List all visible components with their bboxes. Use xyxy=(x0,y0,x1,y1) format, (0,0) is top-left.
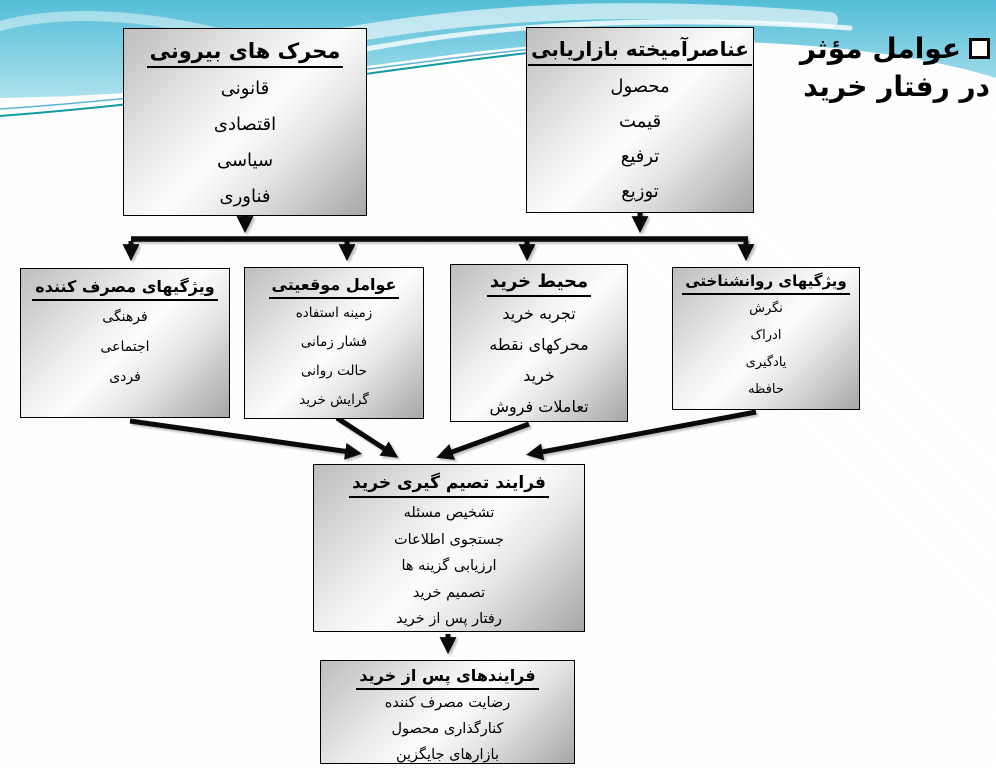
box-decision-process: فرایند تصیم گیری خرید تشخیص مسئله جستجوی… xyxy=(313,464,585,632)
box-item: محرکهای نقطه خرید xyxy=(489,335,589,385)
arrow-psych-to-decision xyxy=(525,409,757,461)
page-title-text1: عوامل مؤثر xyxy=(799,32,961,65)
box-item: سیاسی xyxy=(216,150,274,171)
box-item: تعاملات فروش xyxy=(489,397,589,416)
box-psychological-characteristics: ویژگیهای روانشناختی نگرش ادراک یادگیری ح… xyxy=(672,267,860,410)
box-marketing-mix: عناصرآمیخته بازاریابی محصول قیمت ترفیع ت… xyxy=(526,27,754,213)
box-item: اقتصادی xyxy=(213,114,277,135)
arrow-environment-to-decision xyxy=(436,421,530,460)
box-item: کنارگذاری محصول xyxy=(391,721,504,737)
box-item: رضایت مصرف کننده xyxy=(384,695,511,711)
box-title: ویژگیهای مصرف کننده xyxy=(21,277,229,301)
box-item: تجربه خرید xyxy=(502,304,576,323)
page-title: عوامل مؤثر در رفتار خرید xyxy=(760,30,990,106)
box-item: محصول xyxy=(610,76,670,97)
page-title-line1: عوامل مؤثر xyxy=(760,30,990,68)
box-item: فرهنگی xyxy=(102,309,148,325)
box-item: یادگیری xyxy=(745,355,787,370)
box-item: رفتار پس از خرید xyxy=(396,611,502,627)
box-item: توزیع xyxy=(621,181,659,202)
box-item: فناوری xyxy=(219,186,271,207)
box-situational-factors: عوامل موقعیتی زمینه استفاده فشار زمانی ح… xyxy=(244,267,424,419)
square-bullet-icon xyxy=(969,38,990,59)
box-item: ارزیابی گزینه ها xyxy=(401,558,497,574)
box-item: جستجوی اطلاعات xyxy=(393,531,505,548)
box-item: تصمیم خرید xyxy=(412,584,486,601)
box-item: ادراک xyxy=(750,328,782,343)
box-consumer-characteristics: ویژگیهای مصرف کننده فرهنگی اجتماعی فردی xyxy=(20,268,230,418)
box-post-purchase-processes: فرایندهای پس از خرید رضایت مصرف کننده کن… xyxy=(320,660,575,764)
arrow-consumer-to-decision xyxy=(129,418,363,460)
box-item: فردی xyxy=(109,369,141,385)
box-item: حافظه xyxy=(748,382,784,397)
box-title: فرایند تصیم گیری خرید xyxy=(314,473,584,498)
box-item: نگرش xyxy=(749,301,783,316)
box-external-stimuli: محرک های بیرونی قانونی اقتصادی سیاسی فنا… xyxy=(123,28,367,216)
box-item: زمینه استفاده xyxy=(295,305,373,321)
box-item: قیمت xyxy=(618,111,662,132)
page-title-line2: در رفتار خرید xyxy=(760,68,990,106)
box-title: عوامل موقعیتی xyxy=(245,275,423,299)
box-item: اجتماعی xyxy=(100,339,150,355)
box-item: بازارهای جایگزین xyxy=(395,747,499,763)
box-item: حالت روانی xyxy=(301,363,367,379)
box-title: محرک های بیرونی xyxy=(124,39,366,68)
arrow-situational-to-decision xyxy=(335,415,399,458)
box-item: گرایش خرید xyxy=(299,392,369,408)
box-item: قانونی xyxy=(220,78,270,99)
box-item: ترفیع xyxy=(620,146,660,167)
box-item: فشار زمانی xyxy=(300,334,368,350)
page-title-text2: در رفتار خرید xyxy=(803,70,990,103)
box-title: فرایندهای پس از خرید xyxy=(321,666,574,690)
box-title: ویژگیهای روانشناختی xyxy=(673,272,859,295)
box-title: محیط خرید xyxy=(451,271,627,297)
box-item: تشخیص مسئله xyxy=(403,505,495,521)
wave-swoosh-icon xyxy=(337,19,853,57)
box-title: عناصرآمیخته بازاریابی xyxy=(527,37,753,66)
box-purchase-environment: محیط خرید تجربه خرید محرکهای نقطه خرید ت… xyxy=(450,264,628,422)
